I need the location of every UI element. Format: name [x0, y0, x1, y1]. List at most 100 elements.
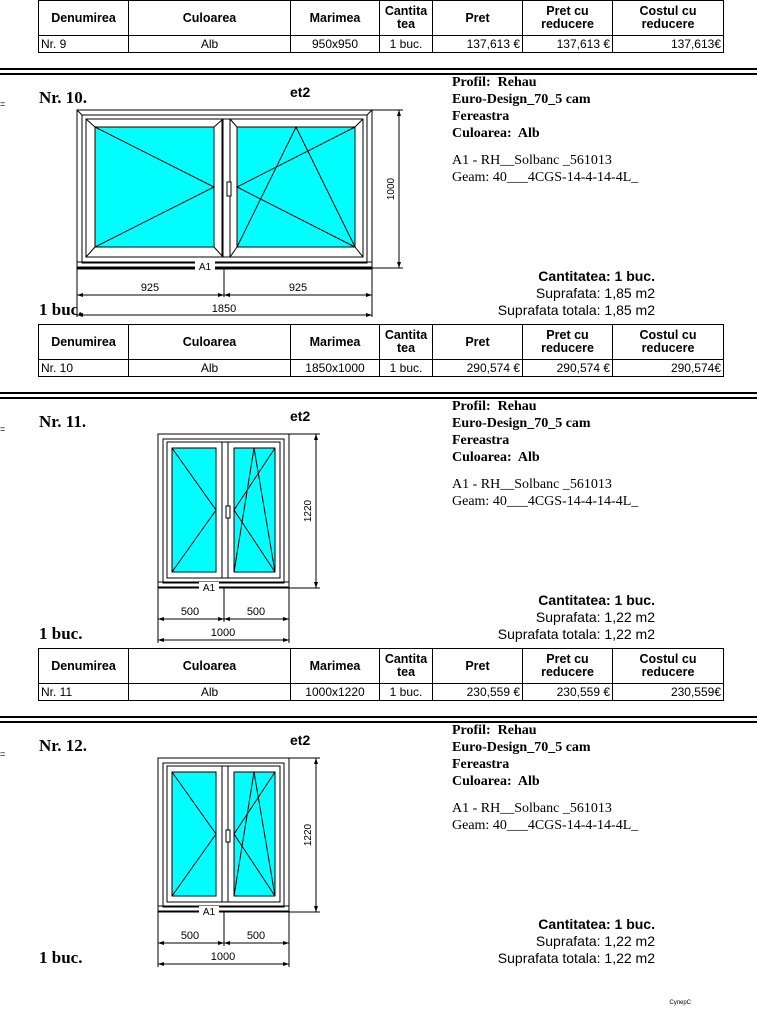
- floor-label: et2: [290, 732, 311, 748]
- dim-height: 1220: [303, 823, 314, 846]
- summary: Cantitatea: 1 buc. Suprafata: 1,85 m2 Su…: [498, 268, 655, 319]
- footer-mark: СуперС: [669, 1000, 691, 1006]
- profile-label: Profil: Rehau: [452, 75, 537, 90]
- profile-series: Euro-Design_70_5 cam: [452, 92, 591, 107]
- cell-qty: 1 buc.: [379, 35, 433, 53]
- section-divider: [0, 392, 757, 399]
- cell-size: 1000x1220: [290, 683, 380, 701]
- glass-spec: Geam: 40___4CGS-14-4-14-4L_: [452, 170, 639, 185]
- product-type: Fereastra: [452, 433, 510, 448]
- window-drawing-nr10: A1 1000 925 925 1850: [76, 109, 403, 317]
- quantity-summary: Cantitatea: 1 buc.: [538, 592, 655, 608]
- window-drawing-nr12: A1 1220 500 500 1000: [157, 757, 320, 967]
- cell-price-discount: 230,559 €: [522, 683, 613, 701]
- a1-tag: A1: [203, 583, 216, 594]
- dim-width-right: 925: [289, 282, 307, 294]
- profile-info: Profil: Rehau Euro-Design_70_5 cam Ferea…: [452, 74, 638, 186]
- color-label: Culoarea: Alb: [452, 450, 540, 465]
- cell-qty: 1 buc.: [379, 683, 433, 701]
- profile-label: Profil: Rehau: [452, 399, 537, 414]
- dim-width-left: 500: [181, 930, 199, 942]
- table-row: Nr. 11 Alb 1000x1220 1 buc. 230,559 € 23…: [38, 683, 724, 701]
- dim-width-left: 500: [181, 606, 199, 618]
- quantity-summary: Cantitatea: 1 buc.: [538, 268, 655, 284]
- cell-qty: 1 buc.: [379, 359, 433, 377]
- floor-label: et2: [290, 84, 311, 100]
- a1-tag: A1: [199, 262, 212, 273]
- header-culoarea: Culoarea: [128, 0, 291, 36]
- cell-name: Nr. 10: [38, 359, 129, 377]
- cell-size: 950x950: [290, 35, 380, 53]
- dim-width-right: 500: [247, 930, 265, 942]
- cell-color: Alb: [128, 359, 291, 377]
- cell-price-discount: 137,613 €: [522, 35, 613, 53]
- header-marimea: Marimea: [290, 648, 380, 684]
- dim-width-left: 925: [141, 282, 159, 294]
- color-label: Culoarea: Alb: [452, 126, 540, 141]
- table-row: Nr. 10 Alb 1850x1000 1 buc. 290,574 € 29…: [38, 359, 724, 377]
- summary: Cantitatea: 1 buc. Suprafata: 1,22 m2 Su…: [498, 592, 655, 643]
- cell-color: Alb: [128, 35, 291, 53]
- item-number: Nr. 11.: [39, 412, 87, 431]
- cell-cost: 290,574€: [612, 359, 724, 377]
- header-denumirea: Denumirea: [38, 648, 129, 684]
- item-number: Nr. 12.: [39, 736, 88, 755]
- cell-cost: 230,559€: [612, 683, 724, 701]
- cell-size: 1850x1000: [290, 359, 380, 377]
- header-pret: Pret: [432, 0, 523, 36]
- dim-height: 1000: [386, 177, 397, 200]
- cell-price: 290,574 €: [432, 359, 523, 377]
- surface-total: Suprafata totala: 1,22 m2: [497, 950, 655, 966]
- surface-total: Suprafata totala: 1,22 m2: [497, 626, 655, 642]
- cell-color: Alb: [128, 683, 291, 701]
- cell-price-discount: 290,574 €: [522, 359, 613, 377]
- quantity-label: 1 buc.: [39, 948, 83, 967]
- sill-spec: A1 - RH__Solbanc _561013: [452, 801, 612, 816]
- table-row: Nr. 9 Alb 950x950 1 buc. 137,613 € 137,6…: [38, 35, 724, 53]
- cell-name: Nr. 11: [38, 683, 129, 701]
- color-label: Culoarea: Alb: [452, 774, 540, 789]
- margin-tick: =: [0, 99, 6, 109]
- quantity-label: 1 buc.: [39, 624, 83, 643]
- a1-tag: A1: [203, 907, 216, 918]
- margin-tick: =: [0, 749, 6, 759]
- header-culoarea: Culoarea: [128, 648, 291, 684]
- product-type: Fereastra: [452, 757, 510, 772]
- margin-tick: =: [0, 424, 6, 434]
- glass-spec: Geam: 40___4CGS-14-4-14-4L_: [452, 818, 639, 833]
- glass-spec: Geam: 40___4CGS-14-4-14-4L_: [452, 494, 639, 509]
- header-culoarea: Culoarea: [128, 324, 291, 360]
- window-drawing-nr11: A1 1220 500 500 1000: [157, 433, 320, 643]
- quantity-summary: Cantitatea: 1 buc.: [538, 916, 655, 932]
- profile-series: Euro-Design_70_5 cam: [452, 740, 591, 755]
- dim-width-right: 500: [247, 606, 265, 618]
- header-pret: Pret: [432, 648, 523, 684]
- sill-spec: A1 - RH__Solbanc _561013: [452, 153, 612, 168]
- dim-height: 1220: [303, 499, 314, 522]
- item-number: Nr. 10.: [39, 88, 88, 107]
- cell-price: 137,613 €: [432, 35, 523, 53]
- profile-info: Profil: Rehau Euro-Design_70_5 cam Ferea…: [452, 398, 638, 510]
- product-type: Fereastra: [452, 109, 510, 124]
- surface: Suprafata: 1,22 m2: [535, 609, 655, 625]
- header-pret: Pret: [432, 324, 523, 360]
- cell-cost: 137,613€: [612, 35, 724, 53]
- header-marimea: Marimea: [290, 0, 380, 36]
- profile-info: Profil: Rehau Euro-Design_70_5 cam Ferea…: [452, 722, 638, 834]
- sill-spec: A1 - RH__Solbanc _561013: [452, 477, 612, 492]
- surface-total: Suprafata totala: 1,85 m2: [497, 302, 655, 318]
